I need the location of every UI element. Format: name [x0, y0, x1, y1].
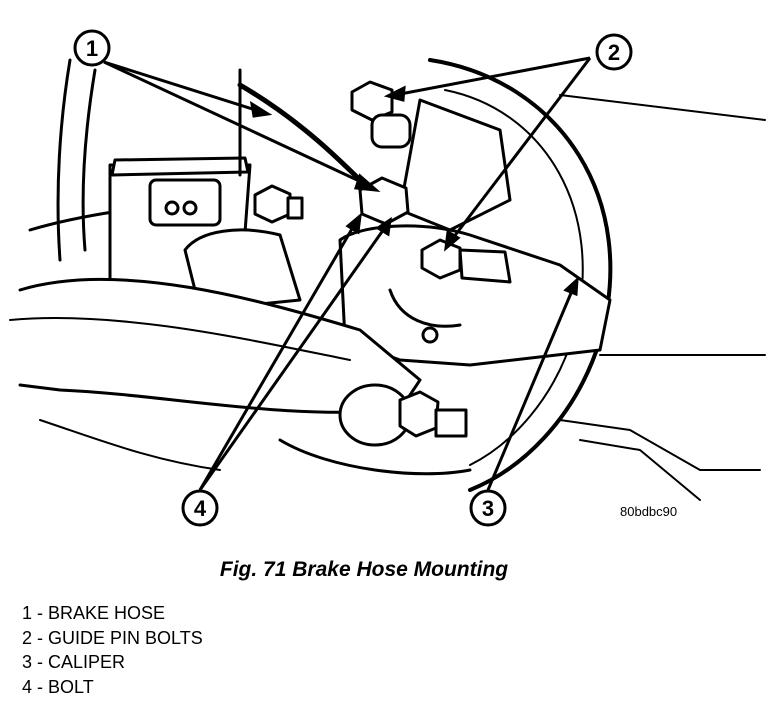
- guide-pin-bolt-upper: [350, 80, 412, 149]
- callout-3: 3: [469, 489, 507, 527]
- legend-item-3: 3 - CALIPER: [22, 652, 126, 672]
- svg-text:3: 3: [482, 496, 494, 521]
- svg-text:4: 4: [194, 496, 207, 521]
- figure-reference-code: 80bdbc90: [620, 504, 678, 519]
- callout-1: 1: [73, 29, 111, 67]
- legend-item-4: 4 - BOLT: [22, 676, 94, 697]
- svg-text:1: 1: [86, 36, 98, 61]
- figure-caption: Fig. 71 Brake Hose Mounting: [219, 558, 509, 581]
- svg-text:2: 2: [608, 40, 620, 65]
- callout-4: 4: [181, 489, 219, 527]
- brake-assembly-illustration: 1 2 3 4: [9, 29, 766, 527]
- guide-pin-bolt-lower: [420, 238, 512, 284]
- callout-2: 2: [595, 33, 633, 71]
- legend-item-2: 2 - GUIDE PIN BOLTS: [22, 627, 203, 648]
- callout-legend: 1 - BRAKE HOSE 2 - GUIDE PIN BOLTS 3 - C…: [22, 601, 203, 699]
- legend-item-1: 1 - BRAKE HOSE: [22, 603, 166, 623]
